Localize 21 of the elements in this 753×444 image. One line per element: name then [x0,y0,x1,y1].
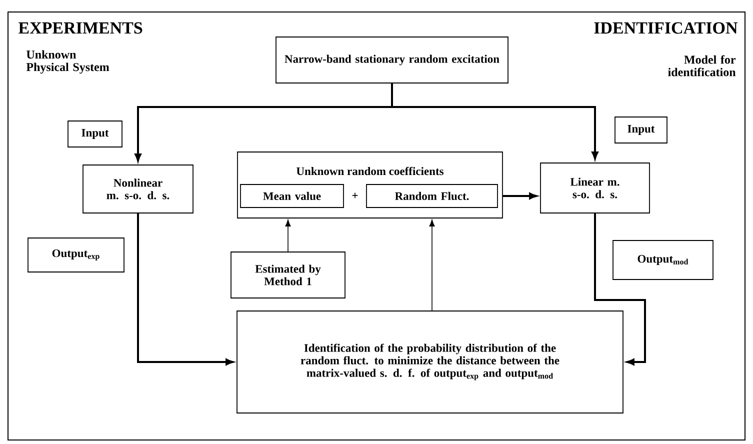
arrow [391,83,598,160]
signal-tag: Output$_{exp}$ [28,238,124,272]
heading: EXPERIMENTS [18,22,142,34]
heading: IDENTIFICATION [594,22,738,34]
signal-tag: Input [68,120,122,148]
arrow [429,220,435,311]
arrow [594,213,646,366]
term-box: Mean value [240,184,344,208]
system-label: Unknown Physical System [26,50,110,74]
system-label: Model for identification [668,55,736,76]
arrow [502,192,537,200]
signal-tag: Input [614,116,668,144]
process-box: Narrow-band stationary random excitation [276,36,508,84]
arrow [285,220,291,252]
arrow [137,213,234,366]
process-box: Estimated by Method 1 [230,252,346,298]
term-box: Random Fluct. [366,184,498,208]
process-box: Identification of the probability distribution of the random fluct. to minimize the distance between the matrix-valued s. d. f. of output$_{exp}$ and output$_{mod}$ [236,310,624,414]
signal-tag: Output$_{mod}$ [612,240,714,280]
process-box: Linear m. s-o. d. s. [540,162,650,214]
process-box: Nonlinear m. s-o. d. s. [82,164,194,214]
